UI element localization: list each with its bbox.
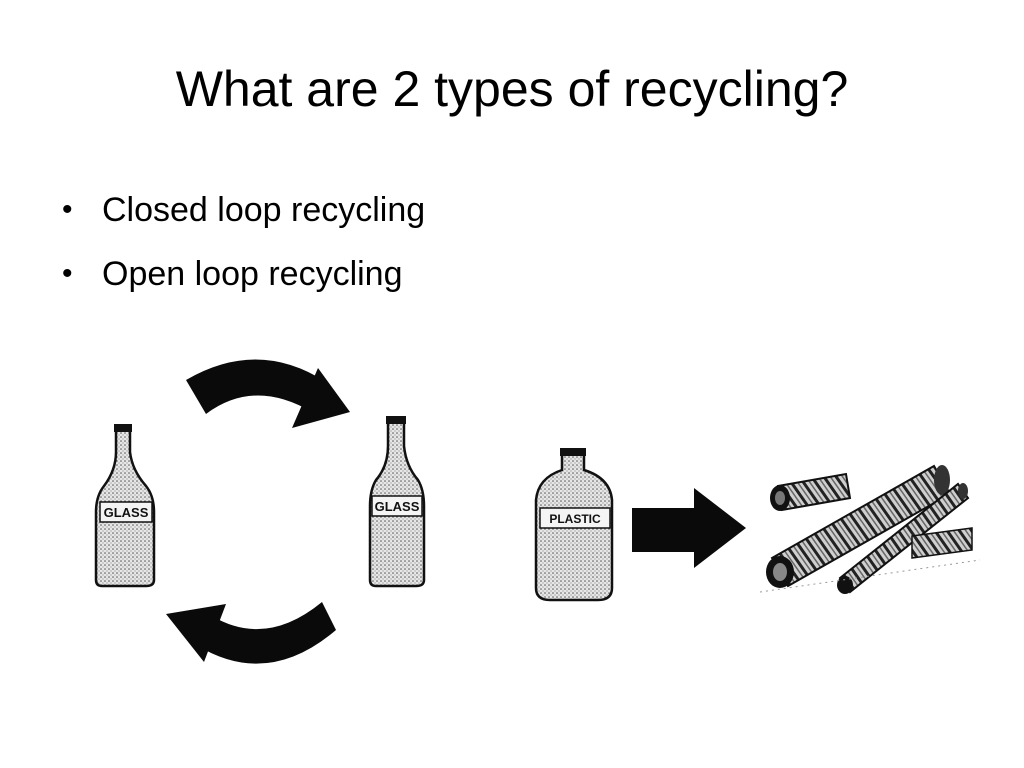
bullet-text: Closed loop recycling (102, 191, 426, 229)
bullet-dot: • (62, 193, 73, 226)
bottle-label: GLASS (104, 505, 149, 520)
glass-bottle-right-icon: GLASS (368, 416, 426, 588)
glass-bottle-left-icon: GLASS (94, 424, 156, 588)
plastic-bottle-icon: PLASTIC (534, 448, 614, 602)
bottle-label: PLASTIC (549, 512, 601, 526)
bullet-list: • Closed loop recycling • Open loop recy… (62, 188, 425, 316)
bottle-label: GLASS (375, 499, 420, 514)
slide-title: What are 2 types of recycling? (175, 61, 849, 117)
bullet-item-closed-loop: • Closed loop recycling (62, 188, 425, 232)
curved-arrow-left-icon (166, 602, 336, 664)
pipes-icon (759, 464, 981, 594)
curved-arrow-right-icon (186, 359, 350, 428)
arrow-right-icon (632, 488, 746, 568)
bullet-text: Open loop recycling (102, 255, 403, 293)
bullet-dot: • (62, 257, 73, 290)
bullet-item-open-loop: • Open loop recycling (62, 252, 425, 296)
